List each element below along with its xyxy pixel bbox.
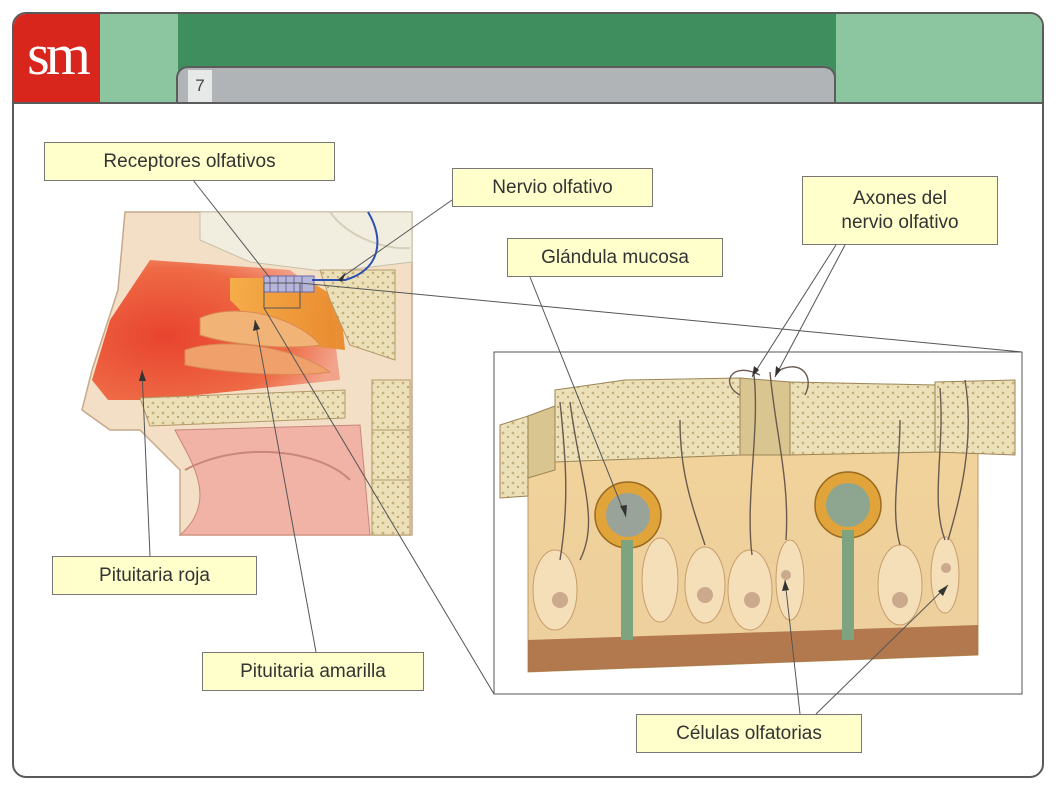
header-rule bbox=[14, 102, 1042, 104]
head-section-illustration bbox=[81, 211, 413, 536]
mucous-gland-left bbox=[594, 481, 662, 640]
page-strip: 7 bbox=[176, 66, 836, 102]
sm-logo: sm bbox=[14, 14, 100, 102]
leader-lines bbox=[141, 179, 1023, 715]
label-receptores-olfativos: Receptores olfativos bbox=[44, 142, 335, 181]
label-axones-nervio-olfativo: Axones del nervio olfativo bbox=[802, 176, 998, 245]
header-band-right bbox=[836, 14, 1042, 102]
page-number: 7 bbox=[188, 70, 212, 102]
label-glandula-mucosa: Glándula mucosa bbox=[507, 238, 723, 277]
olfactory-epithelium-illustration bbox=[493, 351, 1023, 695]
axon-strands bbox=[559, 366, 969, 561]
mucous-gland-right bbox=[814, 471, 882, 640]
leader-arrowheads bbox=[139, 272, 948, 596]
label-pituitaria-roja: Pituitaria roja bbox=[52, 556, 257, 595]
label-nervio-olfativo: Nervio olfativo bbox=[452, 168, 653, 207]
label-celulas-olfatorias: Células olfatorias bbox=[636, 714, 862, 753]
label-pituitaria-amarilla: Pituitaria amarilla bbox=[202, 652, 424, 691]
olfactory-nerve-line bbox=[312, 211, 379, 281]
pituitaria-amarilla-region bbox=[230, 278, 345, 350]
logo-text: sm bbox=[27, 22, 91, 87]
zoom-box bbox=[263, 282, 301, 309]
header-band-left bbox=[100, 14, 178, 102]
